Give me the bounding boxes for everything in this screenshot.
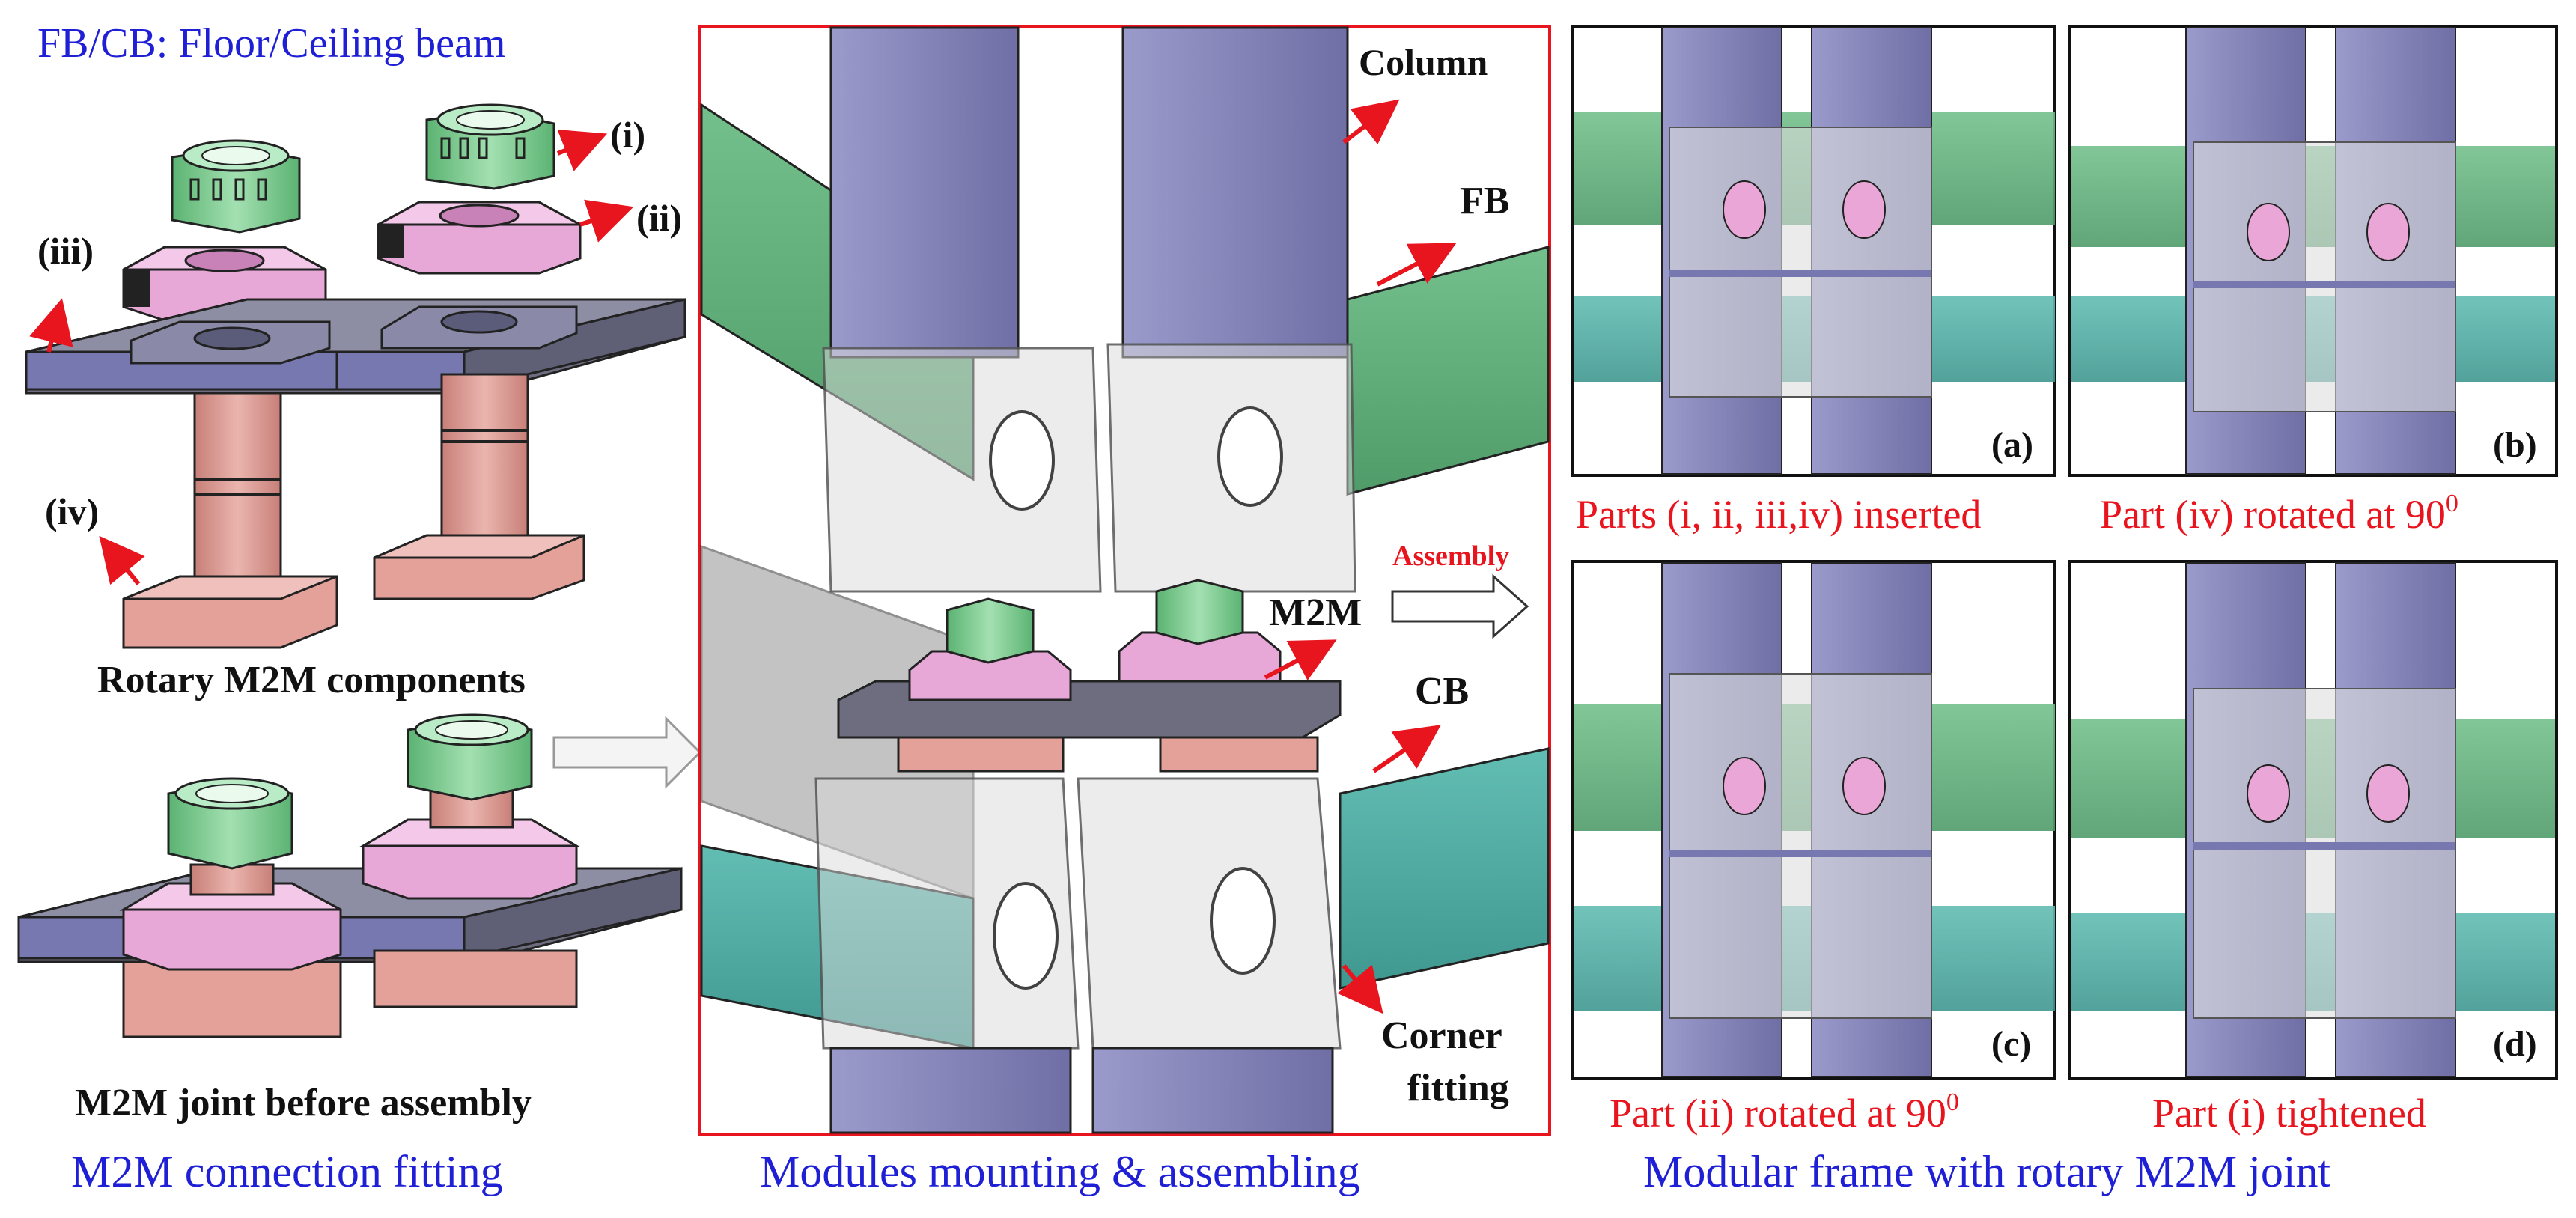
label-i: (i) xyxy=(610,114,645,156)
hollow-arrow-to-middle xyxy=(552,716,702,789)
tag-c: (c) xyxy=(1991,1024,2031,1064)
label-assembly: Assembly xyxy=(1392,541,1509,572)
label-m2m: M2M xyxy=(1269,591,1362,634)
caption-d: Part (i) tightened xyxy=(2152,1091,2426,1136)
nut-left xyxy=(171,139,301,234)
label-corner-line1: Corner xyxy=(1381,1014,1502,1057)
label-iii: (iii) xyxy=(37,230,94,272)
part-i-nut xyxy=(425,103,555,190)
tag-a: (a) xyxy=(1991,425,2033,465)
arrow-ii xyxy=(579,199,634,243)
label-cb: CB xyxy=(1415,670,1469,713)
arrow-m2m xyxy=(1264,639,1337,680)
caption-a: Parts (i, ii, iii,iv) inserted xyxy=(1576,492,1981,537)
arrow-i xyxy=(556,129,608,171)
part-iv-pipe-left xyxy=(122,392,338,649)
subpanel-d: (d) xyxy=(2068,560,2558,1080)
label-ii: (ii) xyxy=(636,197,682,239)
middle-panel: Column FB Assembly M2M CB Corner fitting… xyxy=(698,25,1551,1196)
right-footer: Modular frame with rotary M2M joint xyxy=(1643,1147,2330,1196)
components-caption: Rotary M2M components xyxy=(97,659,526,701)
part-iv-pipe-right xyxy=(373,373,585,600)
panel-title: FB/CB: Floor/Ceiling beam xyxy=(37,20,505,67)
part-ii-washer xyxy=(377,201,582,275)
left-footer: M2M connection fitting xyxy=(71,1147,503,1196)
tag-d: (d) xyxy=(2493,1024,2537,1064)
label-iv: (iv) xyxy=(45,490,99,532)
right-panel: (a) (b) (c) xyxy=(1571,25,2558,1196)
column-right xyxy=(1121,26,1349,359)
tag-b: (b) xyxy=(2493,425,2537,465)
left-panel: FB/CB: Floor/Ceiling beam xyxy=(17,20,702,1196)
subpanel-c: (c) xyxy=(1571,560,2056,1080)
arrow-fb xyxy=(1376,243,1457,287)
hollow-arrow-assembly xyxy=(1391,573,1529,639)
joint-caption: M2M joint before assembly xyxy=(75,1082,532,1124)
caption-c: Part (ii) rotated at 900 xyxy=(1610,1088,1959,1136)
assembled-joint xyxy=(17,713,683,1038)
label-column: Column xyxy=(1359,41,1488,83)
floor-plate xyxy=(25,298,686,395)
caption-b: Part (iv) rotated at 900 xyxy=(2100,490,2458,537)
column-left xyxy=(829,26,1020,359)
arrow-iv xyxy=(99,535,145,585)
subpanel-b: (b) xyxy=(2068,25,2558,477)
arrow-column xyxy=(1342,99,1400,145)
subpanel-a: (a) xyxy=(1571,25,2056,477)
middle-footer: Modules mounting & assembling xyxy=(760,1147,1360,1196)
label-fb: FB xyxy=(1460,180,1509,222)
arrow-corner xyxy=(1337,964,1383,1014)
label-corner-line2: fitting xyxy=(1407,1067,1509,1109)
arrow-iii xyxy=(29,298,73,353)
arrow-cb xyxy=(1372,725,1441,773)
